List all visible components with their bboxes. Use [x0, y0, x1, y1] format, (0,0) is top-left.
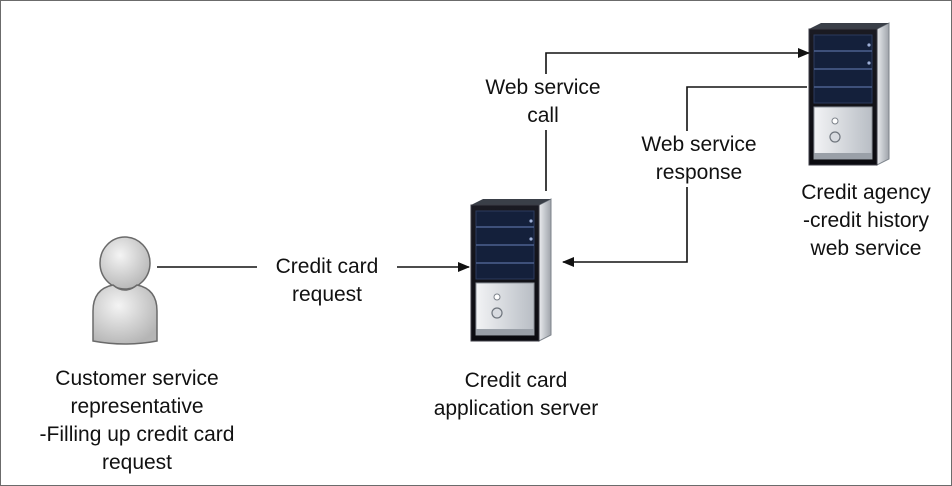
response-label-line-2: response: [655, 161, 743, 184]
app-server-label-line-1: Credit card: [464, 369, 568, 392]
call-arrow: [545, 48, 810, 191]
agency-label-line-1: Credit agency: [801, 181, 931, 204]
customer-label-line-2: representative: [70, 395, 204, 418]
response-label-line-1: Web service: [641, 133, 757, 156]
person-icon: [92, 236, 158, 345]
agency-label-line-2: -credit history: [802, 209, 930, 232]
call-label-line-1: Web service: [485, 76, 601, 99]
call-label-line-2: call: [527, 104, 559, 127]
request-label-line-2: request: [291, 283, 363, 306]
request-label: Credit card request: [257, 253, 397, 309]
agency-server-icon: [808, 22, 890, 166]
customer-label-line-4: request: [101, 451, 173, 474]
response-label: Web service response: [631, 131, 767, 187]
agency-label: Credit agency -credit history web servic…: [781, 179, 951, 263]
customer-label: Customer service representative -Filling…: [23, 365, 251, 477]
app-server-icon: [470, 198, 552, 342]
customer-label-line-1: Customer service: [55, 367, 219, 390]
request-label-line-1: Credit card: [275, 255, 379, 278]
app-server-label-line-2: application server: [433, 397, 599, 420]
call-label: Web service call: [475, 74, 611, 130]
agency-label-line-3: web service: [810, 237, 922, 260]
app-server-label: Credit card application server: [421, 367, 611, 423]
customer-label-line-3: -Filling up credit card: [39, 423, 235, 446]
